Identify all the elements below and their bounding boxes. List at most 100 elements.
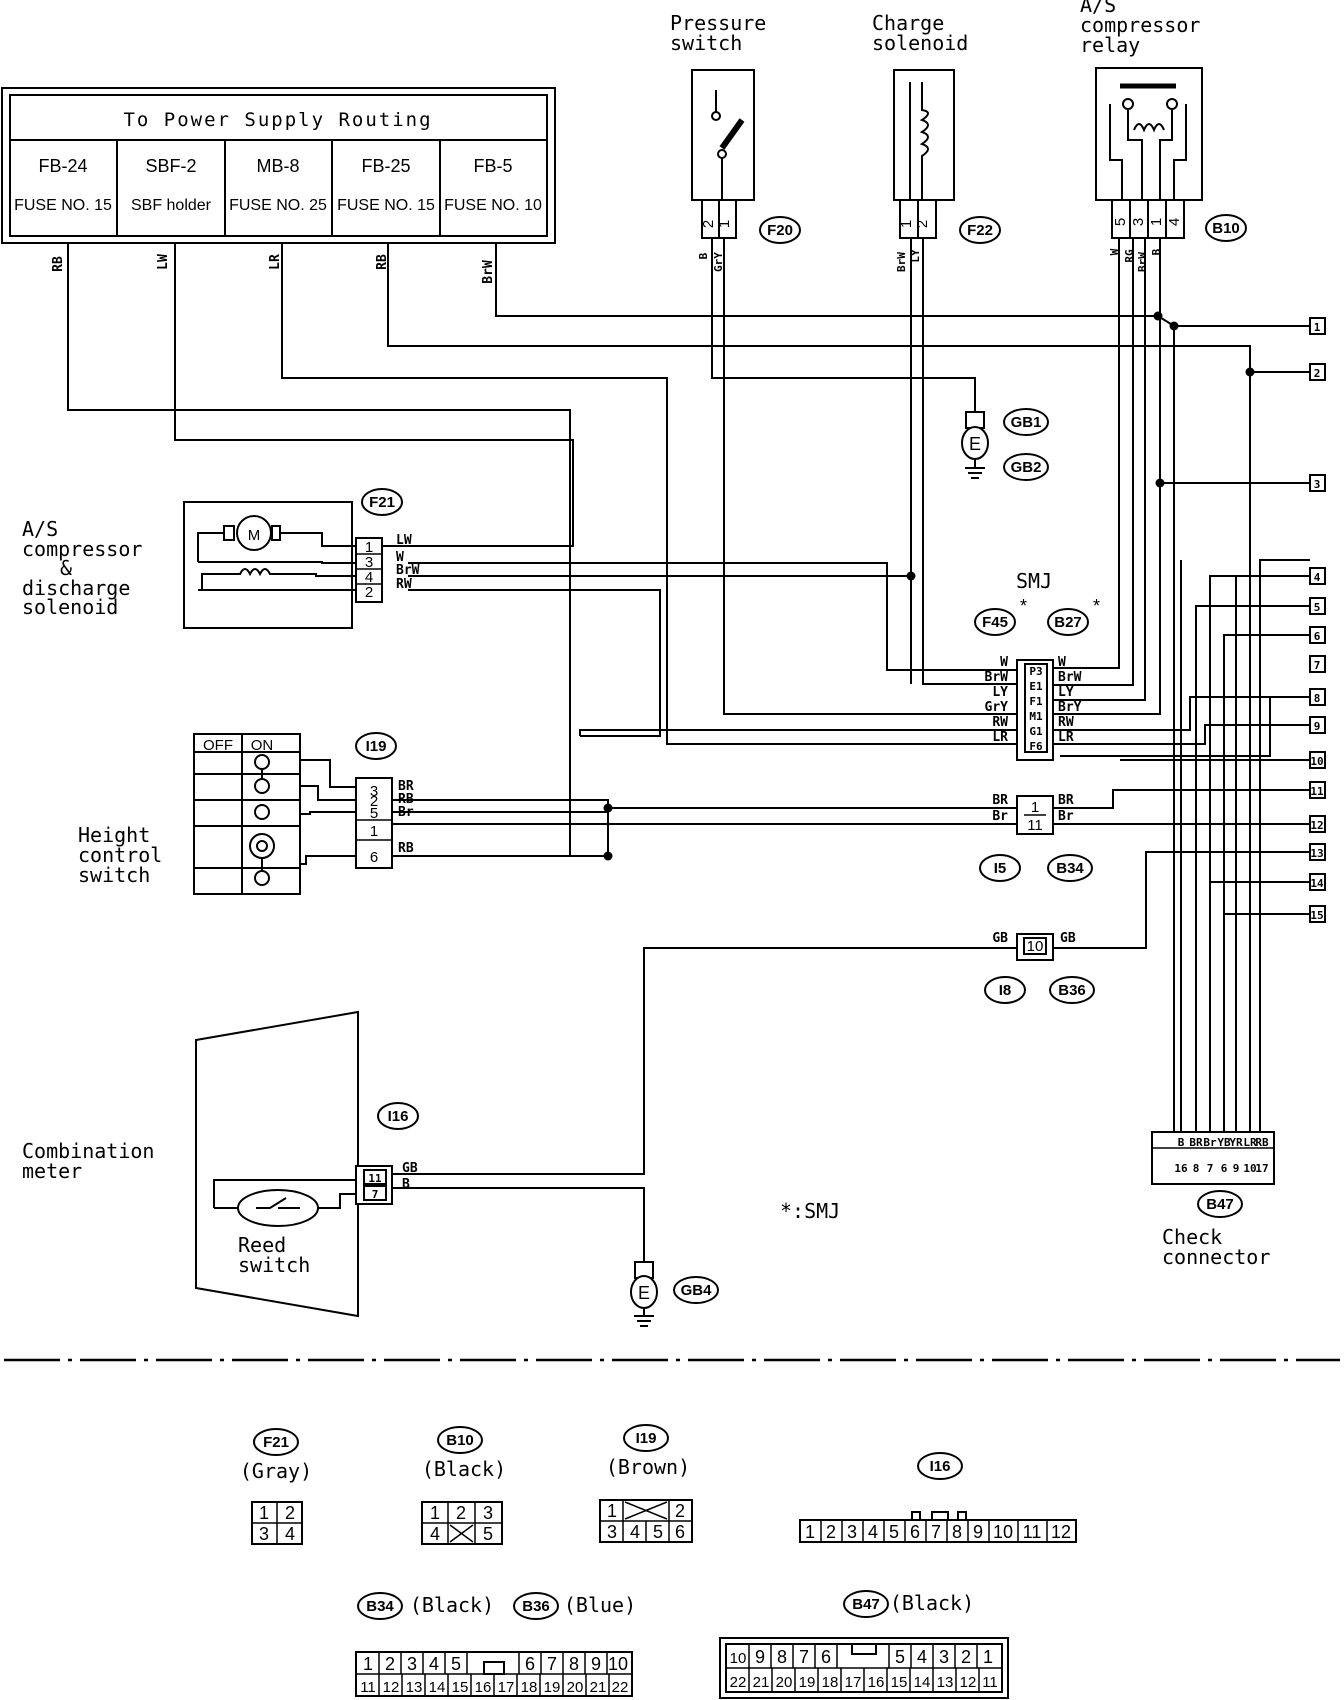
i16-pin-7: 7 (372, 1188, 379, 1201)
view-b47-pin-9: 9 (755, 1647, 765, 1667)
connector-tag-f20 (759, 216, 801, 244)
compressor-solenoid: A/S compressor & discharge solenoid M 1 … (22, 488, 420, 629)
f21-pin-4: 4 (365, 569, 373, 586)
smj-tag-b27-label: B27 (1054, 614, 1082, 631)
view-f21-pin-1: 1 (259, 1503, 269, 1523)
f21-pin-1: 1 (365, 539, 373, 556)
i19-pin-5: 5 (370, 805, 378, 822)
f21-pin-3: 3 (365, 554, 373, 571)
connector-tag-i16-label: I16 (388, 1108, 409, 1125)
view-tag-b34 (357, 1592, 403, 1620)
pressure-switch-pin-2: 2 (700, 220, 717, 228)
junction-i5-b34: 1 11 BR Br BR Br I5 B34 (979, 793, 1093, 882)
view-color-b34: (Black) (410, 1593, 494, 1617)
smj-right-wire-5: RW (1058, 715, 1074, 730)
smj-left-wire-3: LY (992, 685, 1008, 700)
i19-wire-rb2: RB (398, 841, 414, 856)
fuse-label-fb25: FUSE NO. 15 (337, 197, 435, 214)
i19-wire-br: BR (398, 779, 414, 794)
charge-solenoid-pin-2: 2 (914, 220, 931, 228)
view-b34-pin-12: 12 (383, 1679, 400, 1696)
view-b10-pin-4: 4 (430, 1524, 440, 1544)
view-f21-pin-4: 4 (285, 1524, 295, 1544)
f21-wire-rw: RW (396, 577, 412, 592)
view-b34-pin-16: 16 (475, 1679, 492, 1696)
relay-pin-1: 1 (1148, 218, 1165, 226)
view-b47-pin-20: 20 (776, 1674, 793, 1691)
view-b34-pin-14: 14 (429, 1679, 446, 1696)
terminal-4: 4 (1314, 571, 1321, 584)
view-tag-b47-label: B47 (852, 1596, 880, 1613)
connector-tag-b47-label: B47 (1206, 1196, 1234, 1213)
view-b10-pin-1: 1 (430, 1503, 440, 1523)
view-b34-pin-18: 18 (521, 1679, 538, 1696)
smj-pin-f6: F6 (1029, 740, 1043, 753)
connector-tag-f22 (959, 216, 1001, 244)
terminal-list: 1 2 3 4 5 6 7 8 9 10 11 12 13 14 15 (1309, 317, 1326, 923)
terminal-2: 2 (1314, 367, 1321, 380)
relay-pin-3: 3 (1130, 218, 1147, 226)
f21-wire-lw: LW (396, 533, 412, 548)
ground-gb1-gb2: E GB1 GB2 (961, 408, 1049, 481)
b47-pin-10: 10 (1243, 1162, 1256, 1175)
charge-solenoid-wire-brw: BrW (895, 252, 908, 272)
smj-pin-g1: G1 (1029, 725, 1043, 738)
wire-color-fb24: RB (51, 256, 66, 272)
terminal-13: 13 (1310, 847, 1323, 860)
view-i19-pin-3: 3 (607, 1522, 617, 1542)
view-b47-pin-8: 8 (777, 1647, 787, 1667)
smj-left-wire-1: W (1000, 655, 1008, 670)
pressure-switch-label-2: switch (670, 31, 742, 55)
combination-meter: Combination meter Reed switch 11 7 GB B … (22, 1010, 419, 1318)
view-b47-pin-15: 15 (891, 1674, 908, 1691)
terminal-8: 8 (1314, 692, 1321, 705)
reed-switch-label-2: switch (238, 1253, 310, 1277)
terminal-9: 9 (1314, 720, 1321, 733)
ground-tag-gb4-label: GB4 (681, 1282, 713, 1299)
view-b47-pin-12: 12 (960, 1674, 977, 1691)
relay-wire-brw: BrW (1136, 252, 1149, 272)
view-i19-pin-6: 6 (675, 1522, 685, 1542)
height-switch-on: ON (251, 737, 274, 754)
b47-pin-17: 17 (1255, 1162, 1268, 1175)
view-b10-pin-3: 3 (483, 1503, 493, 1523)
view-b47-pin-13: 13 (937, 1674, 954, 1691)
smj-pin-p3: P3 (1029, 665, 1042, 678)
view-b34-pin-22: 22 (612, 1679, 629, 1696)
view-i19-pin-2: 2 (675, 1501, 685, 1521)
i19-pin-6: 6 (370, 849, 378, 866)
charge-solenoid-pin-1: 1 (898, 220, 915, 228)
view-b34-pin-3: 3 (407, 1654, 417, 1674)
view-i19-pin-4: 4 (630, 1522, 640, 1542)
meter-label-2: meter (22, 1159, 82, 1183)
i19-wire-brl: Br (398, 805, 414, 820)
view-b47-pin-10: 10 (730, 1650, 747, 1667)
pressure-switch-pin-1: 1 (716, 220, 733, 228)
smj-star-1: * (1020, 596, 1027, 616)
compressor-relay: A/S compressor relay 5 3 1 4 W RG BrW B … (1080, 0, 1247, 272)
view-tag-b34-label: B34 (366, 1598, 394, 1615)
i8-left-wire-gb: GB (992, 931, 1008, 946)
view-b34-pin-9: 9 (591, 1654, 601, 1674)
terminal-3: 3 (1314, 478, 1321, 491)
power-table-title: To Power Supply Routing (123, 109, 432, 131)
view-grid-i19: 1 2 3 4 5 6 (599, 1499, 693, 1543)
charge-solenoid-wire-ly: LY (909, 249, 922, 263)
view-tag-b47 (843, 1590, 889, 1618)
connector-tag-b36 (1049, 976, 1095, 1004)
height-control-switch: Height control switch OFF ON 3 2 5 1 6 B… (78, 732, 414, 895)
wires (67, 238, 1310, 1262)
relay-label-1: A/S (1080, 0, 1116, 17)
fuse-label-mb8: FUSE NO. 25 (229, 197, 327, 214)
terminal-5: 5 (1314, 601, 1321, 614)
view-b47-pin-17: 17 (845, 1674, 862, 1691)
view-tag-f21 (253, 1428, 299, 1456)
view-b34-pin-17: 17 (498, 1679, 515, 1696)
b47-wire-yb: YB (1217, 1136, 1231, 1149)
view-tag-b36-label: B36 (522, 1598, 550, 1615)
view-i16-pin-5: 5 (889, 1522, 899, 1542)
ground-tag-gb2-label: GB2 (1011, 459, 1042, 476)
view-tag-i16-label: I16 (930, 1458, 951, 1475)
power-source-fb5: FB-5 (473, 156, 512, 176)
fuse-label-sbf2: SBF holder (131, 197, 212, 214)
